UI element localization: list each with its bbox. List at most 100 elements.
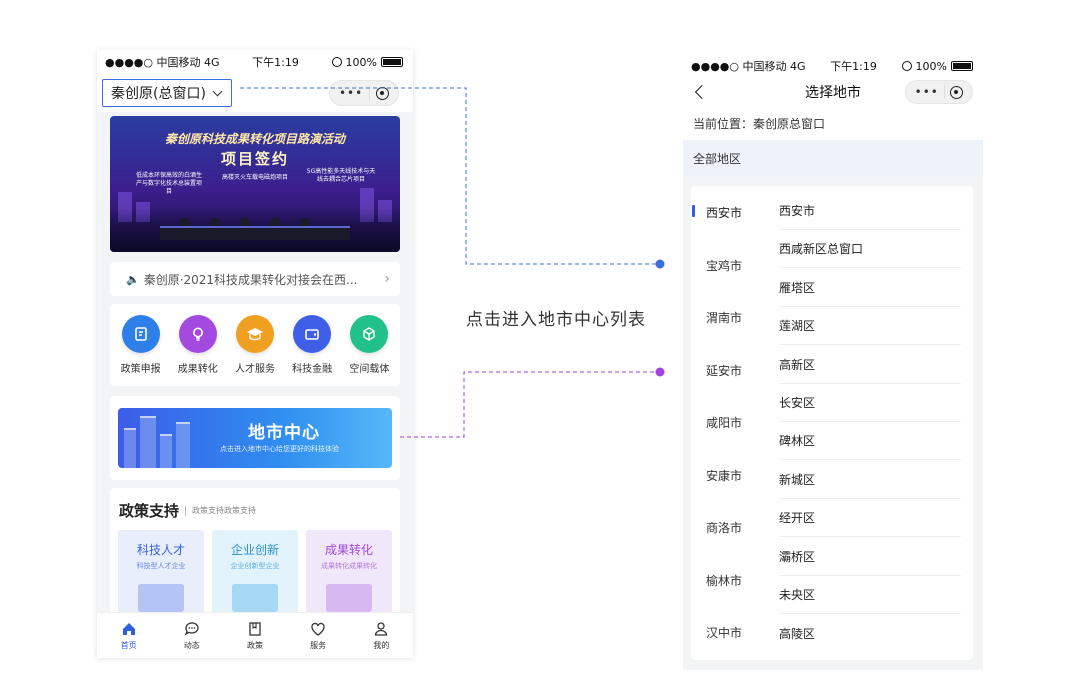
district-item[interactable]: 灞桥区 xyxy=(779,538,961,576)
city-item[interactable]: 渭南市 xyxy=(706,311,743,325)
city-select-screen: ●●●●○ 中国移动 4G 下午1:19 100% 选择地市 ••• 当前位置：… xyxy=(683,54,983,670)
city-item[interactable]: 汉中市 xyxy=(706,626,743,640)
building-decor xyxy=(124,428,136,468)
tab-label: 政策 xyxy=(246,640,263,650)
district-item[interactable]: 未央区 xyxy=(779,576,961,614)
battery-text: 100% xyxy=(915,59,947,73)
bulb-icon xyxy=(178,315,217,353)
tab-news[interactable]: 动态 xyxy=(167,621,217,651)
cube-icon xyxy=(350,315,389,353)
policy-card-subtitle: 科技型人才企业 xyxy=(136,562,186,570)
nav-bar: 秦创原(总窗口) ••• xyxy=(97,74,413,112)
district-item[interactable]: 雁塔区 xyxy=(779,269,961,307)
more-icon[interactable]: ••• xyxy=(914,85,939,99)
book-icon xyxy=(247,621,263,637)
notice-text: 秦创原·2021科技成果转化对接会在西... xyxy=(143,272,358,287)
district-item[interactable]: 莲湖区 xyxy=(779,307,961,345)
policy-card-subtitle: 成果转化成果转化 xyxy=(321,562,377,570)
tab-label: 我的 xyxy=(373,640,390,650)
district-item[interactable]: 西咸新区总窗口 xyxy=(779,230,961,268)
city-item[interactable]: 宝鸡市 xyxy=(706,259,743,273)
mini-program-capsule: ••• xyxy=(329,80,399,106)
policy-card-talent[interactable]: 科技人才 科技型人才企业 xyxy=(118,530,204,612)
city-item[interactable]: 商洛市 xyxy=(706,521,743,535)
graduation-cap-icon xyxy=(235,315,274,353)
close-target-icon[interactable] xyxy=(950,85,964,99)
city-column: 西安市 宝鸡市 渭南市 延安市 咸阳市 安康市 商洛市 榆林市 汉中市 xyxy=(691,186,771,660)
location-select-label: 秦创原(总窗口) xyxy=(111,86,206,102)
person-figure xyxy=(180,218,190,230)
policy-card-innovation[interactable]: 企业创新 企业创新型企业 xyxy=(212,530,298,612)
tab-mine[interactable]: 我的 xyxy=(356,621,406,651)
region-center-banner[interactable]: 地市中心 点击进入地市中心给您更好的科技体验 xyxy=(118,408,392,468)
notice-bar[interactable]: 🔈 秦创原·2021科技成果转化对接会在西... › xyxy=(110,262,400,296)
region-center-card: 地市中心 点击进入地市中心给您更好的科技体验 xyxy=(110,396,400,480)
header-divider xyxy=(185,505,187,516)
entry-space[interactable]: 空间载体 xyxy=(341,315,397,375)
entry-label: 空间载体 xyxy=(349,364,390,375)
policy-card-title: 企业创新 xyxy=(230,543,279,557)
illustration xyxy=(326,584,372,612)
event-banner[interactable]: 秦创原科技成果转化项目路演活动 项目签约 低成本环保高效的白酒生产与数字化技术总… xyxy=(110,116,400,252)
entry-finance[interactable]: 科技金融 xyxy=(284,315,340,375)
policy-card-achievement[interactable]: 成果转化 成果转化成果转化 xyxy=(306,530,392,612)
tab-policy[interactable]: 政策 xyxy=(230,621,280,651)
entry-talent[interactable]: 人才服务 xyxy=(227,315,283,375)
entry-policy-declare[interactable]: 政策申报 xyxy=(113,315,169,375)
clock-text: 下午1:19 xyxy=(830,60,877,73)
banner-subtitle: 项目签约 xyxy=(220,150,289,168)
city-item[interactable]: 西安市 xyxy=(706,206,743,220)
nav-bar: 选择地市 ••• xyxy=(683,78,983,106)
back-arrow-icon[interactable] xyxy=(694,84,710,100)
policy-card-title: 成果转化 xyxy=(324,543,373,557)
entry-achievement[interactable]: 成果转化 xyxy=(170,315,226,375)
status-bar: ●●●●○ 中国移动 4G 下午1:19 100% xyxy=(97,50,413,74)
tab-label: 动态 xyxy=(183,640,200,650)
connector-purple xyxy=(400,371,660,438)
wallet-icon xyxy=(293,315,332,353)
battery-icon xyxy=(950,61,973,71)
all-regions-header[interactable]: 全部地区 xyxy=(683,140,983,176)
person-figure xyxy=(210,218,220,230)
banner-item: 高楼灭火车载电磁炮项目 xyxy=(221,174,288,181)
building-decor xyxy=(160,434,172,468)
district-item[interactable]: 长安区 xyxy=(779,384,961,422)
heart-icon xyxy=(310,621,326,637)
more-icon[interactable]: ••• xyxy=(338,86,364,100)
district-item[interactable]: 碑林区 xyxy=(779,422,961,460)
location-select[interactable]: 秦创原(总窗口) xyxy=(102,79,232,107)
policy-card-title: 科技人才 xyxy=(136,543,185,557)
city-item[interactable]: 咸阳市 xyxy=(706,416,743,430)
building-decor xyxy=(176,422,190,468)
city-item[interactable]: 延安市 xyxy=(706,364,743,378)
status-bar: ●●●●○ 中国移动 4G 下午1:19 100% xyxy=(683,54,983,78)
battery-icon xyxy=(380,57,403,67)
district-item[interactable]: 经开区 xyxy=(779,499,961,537)
home-icon xyxy=(121,621,137,637)
annotation-caption: 点击进入地市中心列表 xyxy=(466,310,646,330)
capsule-divider xyxy=(944,85,946,99)
district-item[interactable]: 高陵区 xyxy=(779,626,816,641)
building-decor xyxy=(140,416,156,468)
policy-card-subtitle: 企业创新型企业 xyxy=(230,562,280,570)
entry-label: 成果转化 xyxy=(177,364,218,375)
quick-entry-grid: 政策申报 成果转化 人才服务 科技金融 xyxy=(110,304,400,386)
city-item[interactable]: 安康市 xyxy=(706,469,743,483)
close-target-icon[interactable] xyxy=(376,86,390,100)
selected-city-indicator xyxy=(692,205,695,217)
city-item[interactable]: 榆林市 xyxy=(706,574,743,588)
policy-icon xyxy=(121,315,160,353)
district-item[interactable]: 高新区 xyxy=(779,346,961,384)
clock-text: 下午1:19 xyxy=(252,56,299,69)
connector-dot-blue xyxy=(655,259,665,269)
district-item[interactable]: 西安市 xyxy=(779,192,961,230)
chevron-right-icon: › xyxy=(384,271,390,287)
region-center-subtitle: 点击进入地市中心给您更好的科技体验 xyxy=(220,445,339,453)
carrier-text: ●●●●○ 中国移动 4G xyxy=(105,56,220,69)
user-icon xyxy=(373,621,389,637)
tab-home[interactable]: 首页 xyxy=(104,621,154,651)
tab-service[interactable]: 服务 xyxy=(293,621,343,651)
chat-icon xyxy=(184,621,200,637)
district-item[interactable]: 新城区 xyxy=(779,461,961,499)
